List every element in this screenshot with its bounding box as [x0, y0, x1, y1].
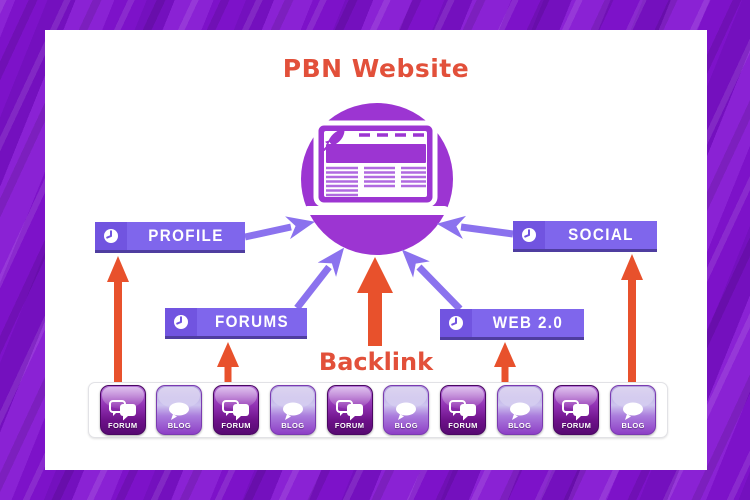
- blog-label: BLOG: [394, 421, 418, 430]
- speech-bubble-icon: [509, 402, 530, 420]
- chat-bubbles-icon: [335, 400, 363, 421]
- blog-app-icon-4: BLOG: [496, 385, 543, 435]
- blog-app-icon-3: BLOG: [383, 385, 430, 435]
- arrow-profile-to-site: [244, 216, 315, 241]
- speech-bubble-icon: [282, 402, 303, 420]
- node-forums-label: FORUMS: [214, 312, 290, 331]
- clock-icon: [165, 308, 197, 336]
- arrow-forums-to-site: [294, 247, 345, 311]
- blog-app-icon-5: BLOG: [610, 385, 657, 435]
- node-web20: WEB 2.0: [440, 309, 584, 340]
- forum-label: FORUM: [221, 421, 251, 430]
- diagram-title: PBN Website: [282, 54, 470, 83]
- arrow-web20-to-site: [401, 249, 463, 312]
- arrow-social-to-site: [436, 215, 514, 240]
- node-profile: PROFILE: [95, 222, 245, 253]
- chat-bubbles-icon: [449, 400, 477, 421]
- chat-bubbles-icon: [222, 400, 250, 421]
- node-social-label: SOCIAL: [568, 225, 634, 244]
- arrow-backlink-to-site: [357, 257, 393, 346]
- blog-label: BLOG: [281, 421, 305, 430]
- node-social: SOCIAL: [513, 221, 657, 252]
- forum-app-icon-2: FORUM: [213, 385, 260, 435]
- diagram-card: PBN Website: [45, 30, 707, 470]
- forum-label: FORUM: [107, 421, 138, 430]
- laptop-website-icon: [303, 120, 449, 215]
- blog-app-icon-2: BLOG: [269, 385, 316, 435]
- speech-bubble-icon: [169, 402, 190, 420]
- forum-app-icon-4: FORUM: [440, 385, 487, 435]
- forum-app-icon-1: FORUM: [99, 385, 146, 435]
- clock-icon: [513, 221, 545, 249]
- blog-label: BLOG: [167, 421, 192, 430]
- forum-label: FORUM: [334, 421, 365, 430]
- forum-label: FORUM: [561, 421, 592, 430]
- blog-label: BLOG: [508, 421, 532, 430]
- source-icon-strip: FORUM BLOG FORUM BLOG FORUM BLOG: [88, 382, 668, 438]
- forum-app-icon-3: FORUM: [326, 385, 373, 435]
- node-forums: FORUMS: [165, 308, 307, 339]
- chat-bubbles-icon: [562, 400, 590, 421]
- blog-app-icon-1: BLOG: [156, 385, 203, 435]
- forum-app-icon-5: FORUM: [553, 385, 600, 435]
- speech-bubble-icon: [623, 402, 644, 420]
- node-web20-label: WEB 2.0: [492, 313, 564, 332]
- backlink-label: Backlink: [318, 348, 434, 376]
- chat-bubbles-icon: [108, 400, 136, 421]
- clock-icon: [95, 222, 127, 250]
- blog-label: BLOG: [621, 421, 645, 430]
- speech-bubble-icon: [396, 402, 417, 420]
- node-profile-label: PROFILE: [148, 226, 224, 245]
- forum-label: FORUM: [448, 421, 478, 430]
- clock-icon: [440, 309, 472, 337]
